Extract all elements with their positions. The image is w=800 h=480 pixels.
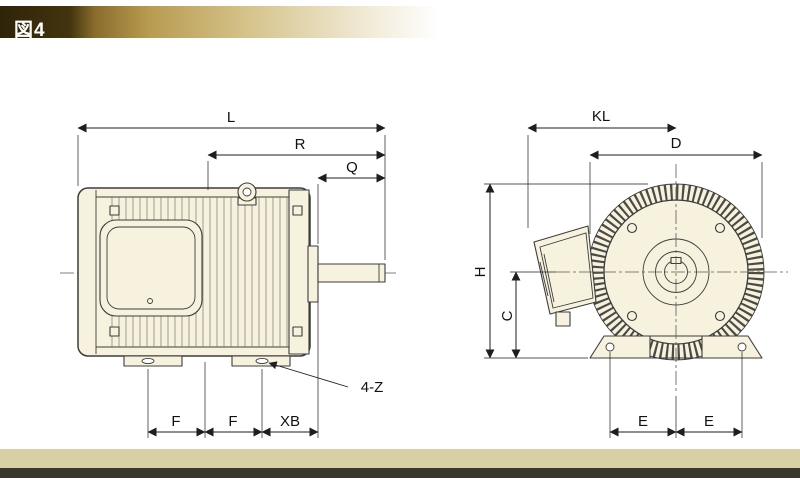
bolt [292, 326, 303, 337]
leader-4Z [268, 361, 349, 388]
figure-banner: 図4 [0, 6, 445, 41]
footer-band [0, 449, 800, 468]
motor-end-view: KL D H C E E [472, 108, 788, 438]
cover-bolt [714, 310, 726, 322]
foot-hole [737, 342, 747, 352]
foot-hole [141, 357, 155, 365]
dim-label-Q: Q [346, 159, 358, 176]
foot [701, 335, 763, 359]
cover-bolt [626, 222, 638, 234]
terminal-box [533, 225, 597, 327]
bolt [292, 205, 303, 216]
dim-label-D: D [671, 135, 682, 152]
dim-label-H: H [472, 267, 489, 278]
dim-label-F2: F [228, 413, 237, 430]
foot [589, 335, 651, 359]
figure-title: 図4 [14, 20, 46, 41]
terminal-cover [99, 219, 203, 317]
bearing-boss [307, 245, 319, 303]
foot-hole [605, 342, 615, 352]
shaft [317, 263, 386, 283]
dim-label-XB: XB [280, 413, 300, 430]
bolt [109, 205, 120, 216]
bolt [109, 326, 120, 337]
dim-label-4Z: 4-Z [361, 379, 384, 396]
cover-bolt [626, 310, 638, 322]
dim-label-F1: F [171, 413, 180, 430]
dim-label-E1: E [638, 413, 648, 430]
footer-bar [0, 468, 800, 478]
dim-label-L: L [227, 109, 235, 126]
cover-bolt [714, 222, 726, 234]
dim-label-R: R [295, 136, 306, 153]
dim-label-C: C [499, 310, 516, 321]
foot-hole [255, 357, 269, 365]
motor-side-view: L R Q F F XB 4-Z [60, 109, 396, 438]
dim-label-KL: KL [592, 108, 610, 125]
eyebolt [237, 182, 257, 206]
dim-label-E2: E [704, 413, 714, 430]
